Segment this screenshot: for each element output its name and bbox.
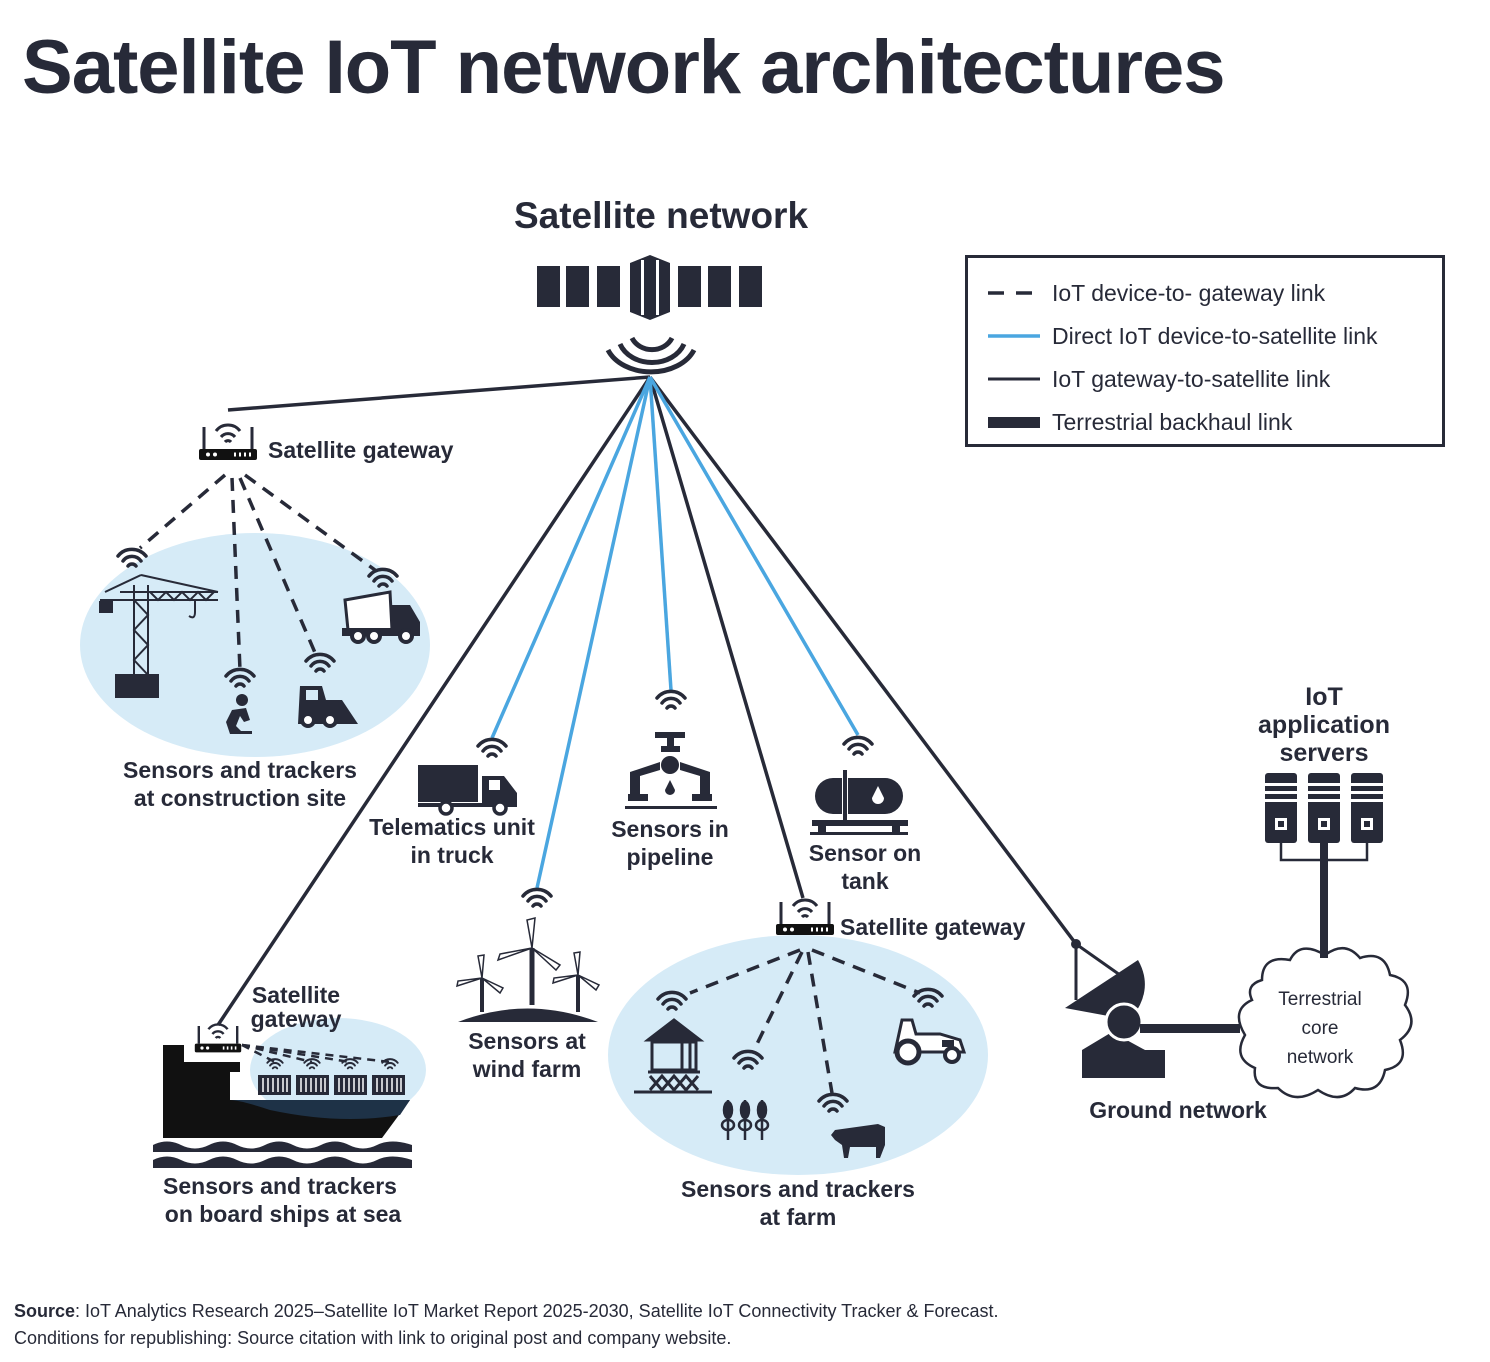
link-tank — [648, 376, 860, 736]
server-backhaul-link — [1320, 843, 1328, 958]
dash-link — [241, 1043, 313, 1064]
ground-network-label: Ground network — [1089, 1097, 1267, 1123]
farm-label-line1: Sensors and trackers — [681, 1176, 915, 1202]
core-label-line1: Terrestrial — [1278, 989, 1361, 1010]
source-line: Source: IoT Analytics Research 2025–Sate… — [14, 1298, 999, 1325]
servers-label-line3: servers — [1280, 739, 1369, 767]
footer: Source: IoT Analytics Research 2025–Sate… — [14, 1298, 999, 1352]
truck-icon[interactable] — [418, 765, 517, 816]
cow-icon — [831, 1124, 885, 1158]
legend-label: IoT device-to- gateway link — [1052, 279, 1326, 306]
water-tower-icon — [634, 1018, 712, 1094]
link-wind-farm — [535, 376, 652, 889]
wind-turbine-icon[interactable] — [456, 917, 601, 1022]
terrestrial-backhaul-link — [1140, 1024, 1240, 1033]
legend-item-thick: Terrestrial backhaul link — [988, 407, 1292, 437]
containers — [258, 1058, 405, 1095]
ship-gateway-label-line2: gateway — [251, 1006, 342, 1032]
truck-label-line1: Telematics unit — [369, 814, 535, 840]
dashed-line-swatch — [988, 284, 1040, 302]
link-ship-gateway — [216, 376, 652, 1026]
core-label-line3: network — [1287, 1047, 1354, 1068]
ship-label-line2: on board ships at sea — [165, 1201, 402, 1227]
ship-gateway[interactable] — [193, 1023, 243, 1054]
farm-label-line2: at farm — [760, 1204, 837, 1230]
source-text: : IoT Analytics Research 2025–Satellite … — [75, 1301, 999, 1321]
pipeline-label-line1: Sensors in — [611, 816, 729, 842]
page-title: Satellite IoT network architectures — [22, 25, 1225, 110]
conditions-text: Conditions for republishing: Source cita… — [14, 1328, 732, 1348]
link-construction-gateway — [227, 375, 651, 412]
server-rack-icon[interactable] — [1265, 773, 1383, 862]
satellite-network-label: Satellite network — [514, 195, 808, 236]
dash-link — [238, 477, 318, 656]
construction-site-label-line1: Sensors and trackers — [123, 757, 357, 783]
link-farm-gateway — [648, 376, 805, 899]
farm-gateway-label: Satellite gateway — [840, 914, 1026, 940]
dash-link — [241, 1043, 276, 1064]
legend-label: Terrestrial backhaul link — [1052, 408, 1293, 435]
farm-zone — [608, 935, 988, 1175]
legend: IoT device-to- gateway link Direct IoT d… — [965, 255, 1445, 447]
worker-icon — [226, 694, 252, 734]
crane-icon — [99, 574, 219, 698]
ship-label-line1: Sensors and trackers — [163, 1173, 397, 1199]
dash-link — [811, 948, 921, 995]
satellite-dish-icon[interactable] — [1065, 939, 1165, 1078]
wind-farm-label-line2: wind farm — [472, 1056, 582, 1082]
tank-label-line1: Sensor on — [809, 840, 921, 866]
pipeline-icon[interactable] — [625, 732, 717, 809]
construction-gateway-label: Satellite gateway — [268, 437, 454, 463]
thick-line-swatch — [988, 413, 1040, 431]
wheat-icon — [720, 1100, 770, 1140]
dash-link — [230, 477, 242, 671]
link-pipeline — [648, 376, 673, 691]
legend-label: Direct IoT device-to-satellite link — [1052, 322, 1378, 349]
blue-line-swatch — [988, 327, 1040, 345]
link-ground-station — [648, 375, 1078, 946]
legend-item-blue: Direct IoT device-to-satellite link — [988, 321, 1378, 351]
dash-link — [138, 473, 227, 550]
ship-zone — [250, 1018, 426, 1122]
cloud-icon[interactable] — [1237, 947, 1413, 1099]
legend-item-dashed: IoT device-to- gateway link — [988, 278, 1325, 308]
tractor-icon — [893, 1018, 967, 1066]
legend-item-thin: IoT gateway-to-satellite link — [988, 364, 1330, 394]
tank-car-icon[interactable] — [810, 770, 908, 835]
link-truck — [490, 376, 652, 739]
cement-truck-icon — [342, 590, 420, 644]
dash-link — [241, 1043, 391, 1064]
cargo-ship-icon[interactable] — [153, 1045, 412, 1168]
truck-label-line2: in truck — [410, 842, 493, 868]
servers-label-line2: application — [1258, 711, 1390, 739]
satellite-icon — [537, 255, 762, 375]
legend-label: IoT gateway-to-satellite link — [1052, 365, 1331, 392]
servers-label-line1: IoT — [1305, 683, 1343, 711]
dash-link — [243, 473, 377, 572]
construction-gateway[interactable] — [197, 423, 259, 462]
dash-link — [753, 951, 804, 1049]
construction-zone — [80, 533, 430, 757]
wind-farm-label-line1: Sensors at — [468, 1028, 586, 1054]
skid-steer-icon — [298, 686, 358, 728]
source-label: Source — [14, 1301, 76, 1321]
core-label-line2: core — [1302, 1018, 1339, 1039]
thin-line-swatch — [988, 370, 1040, 388]
ship-gateway-label-line1: Satellite — [252, 982, 340, 1008]
dash-link — [806, 951, 834, 1094]
farm-gateway[interactable] — [774, 898, 836, 937]
pipeline-label-line2: pipeline — [627, 844, 714, 870]
tank-label-line2: tank — [841, 868, 889, 894]
construction-site-label-line2: at construction site — [134, 785, 346, 811]
dash-link — [689, 948, 801, 995]
